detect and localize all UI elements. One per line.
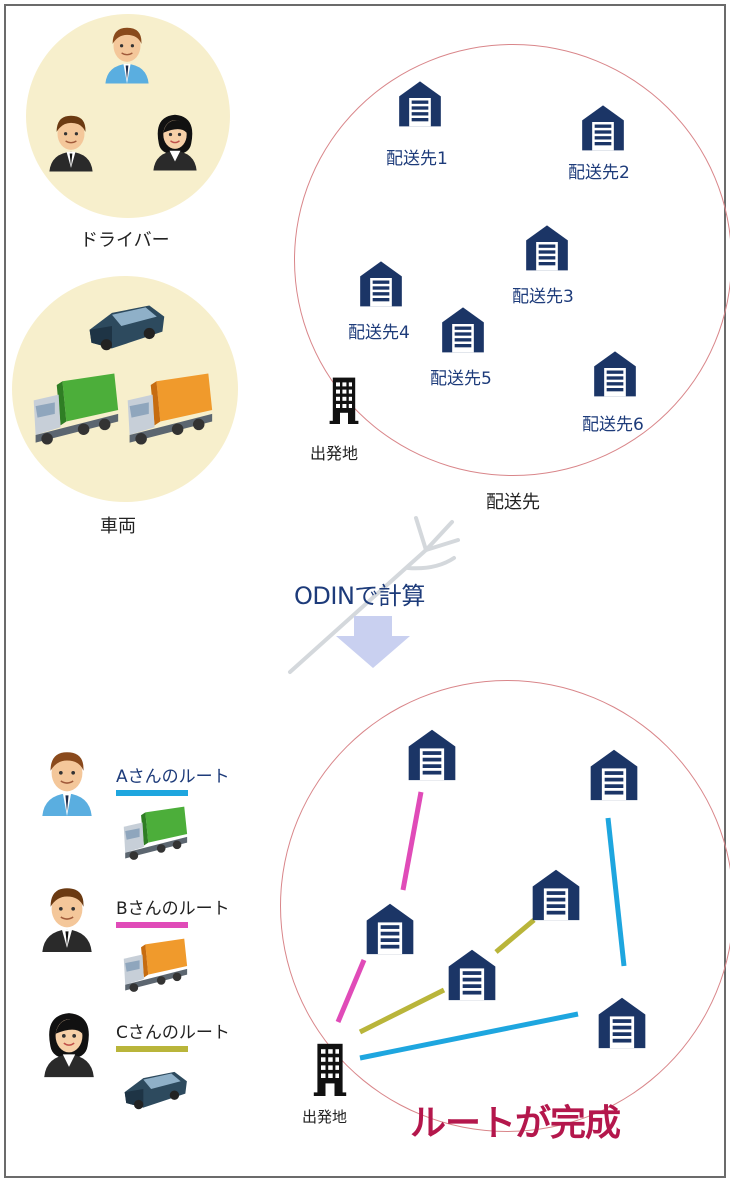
building-icon bbox=[312, 1040, 348, 1098]
down-arrow-icon bbox=[336, 616, 410, 668]
destination-label-4: 配送先4 bbox=[348, 323, 410, 343]
origin-label-bottom: 出発地 bbox=[302, 1108, 348, 1126]
orange-truck-icon bbox=[118, 936, 190, 996]
building-icon bbox=[328, 374, 360, 426]
man-icon bbox=[36, 880, 98, 952]
route-c-swatch bbox=[116, 1046, 188, 1052]
warehouse-icon bbox=[590, 348, 640, 398]
man-icon bbox=[100, 20, 154, 84]
warehouse-icon bbox=[594, 994, 650, 1050]
car-icon bbox=[120, 1064, 190, 1114]
destinations-label: 配送先 bbox=[486, 492, 540, 513]
warehouse-icon bbox=[438, 304, 488, 354]
warehouse-icon bbox=[356, 258, 406, 308]
destination-label-5: 配送先5 bbox=[430, 369, 492, 389]
man-icon bbox=[44, 108, 98, 172]
car-icon bbox=[84, 296, 168, 356]
route-a-swatch bbox=[116, 790, 188, 796]
warehouse-icon bbox=[444, 946, 500, 1002]
destination-label-2: 配送先2 bbox=[568, 163, 630, 183]
trident-icon bbox=[288, 516, 460, 674]
warehouse-icon bbox=[362, 900, 418, 956]
drivers-label: ドライバー bbox=[80, 230, 170, 251]
warehouse-icon bbox=[404, 726, 460, 782]
calc-label: ODINで計算 bbox=[294, 582, 425, 610]
green-truck-icon bbox=[26, 370, 122, 450]
woman-icon bbox=[148, 106, 202, 172]
man-icon bbox=[36, 744, 98, 816]
route-complete-label: ルートが完成 bbox=[410, 1103, 621, 1144]
routes-ring bbox=[280, 680, 730, 1132]
origin-label: 出発地 bbox=[310, 444, 359, 463]
vehicles-label: 車両 bbox=[100, 516, 136, 537]
route-a-label: Aさんのルート bbox=[116, 767, 230, 787]
destination-label-1: 配送先1 bbox=[386, 149, 448, 169]
warehouse-icon bbox=[528, 866, 584, 922]
diagram-frame bbox=[4, 4, 726, 1178]
green-truck-icon bbox=[118, 804, 190, 864]
warehouse-icon bbox=[578, 102, 628, 152]
route-c-label: Cさんのルート bbox=[116, 1023, 230, 1043]
orange-truck-icon bbox=[120, 370, 216, 450]
warehouse-icon bbox=[522, 222, 572, 272]
route-b-swatch bbox=[116, 922, 188, 928]
destinations-ring bbox=[294, 44, 730, 476]
destination-label-3: 配送先3 bbox=[512, 287, 574, 307]
warehouse-icon bbox=[586, 746, 642, 802]
route-b-label: Bさんのルート bbox=[116, 899, 230, 919]
warehouse-icon bbox=[395, 78, 445, 128]
woman-icon bbox=[38, 1004, 100, 1078]
destination-label-6: 配送先6 bbox=[582, 415, 644, 435]
